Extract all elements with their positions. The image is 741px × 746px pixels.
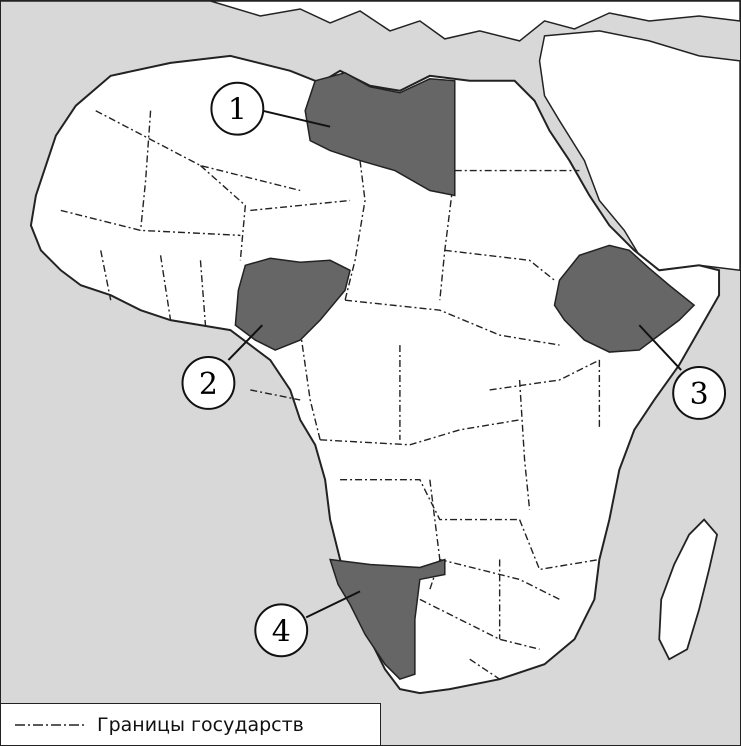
- legend-label: Границы государств: [97, 713, 304, 736]
- callout-2: 2: [181, 356, 236, 410]
- madagascar-land: [658, 518, 719, 661]
- callout-4-label: 4: [272, 614, 291, 649]
- callout-3: 3: [672, 366, 727, 420]
- callout-2-label: 2: [199, 367, 218, 402]
- callout-3-label: 3: [690, 377, 709, 412]
- callout-lines: [227, 109, 682, 619]
- border-legend-symbol: [15, 723, 85, 726]
- callout-1: 1: [210, 81, 265, 136]
- callout-1-label: 1: [228, 93, 247, 128]
- europe-land: [1, 1, 740, 42]
- country-4-namibia: [329, 558, 446, 681]
- country-borders: [60, 110, 601, 680]
- country-3-ethiopia: [553, 244, 696, 353]
- africa-land: [29, 54, 721, 695]
- callout-4: 4: [254, 603, 309, 658]
- country-2-nigeria: [234, 257, 351, 351]
- country-1-libya: [304, 72, 456, 197]
- map-legend: Границы государств: [1, 703, 381, 745]
